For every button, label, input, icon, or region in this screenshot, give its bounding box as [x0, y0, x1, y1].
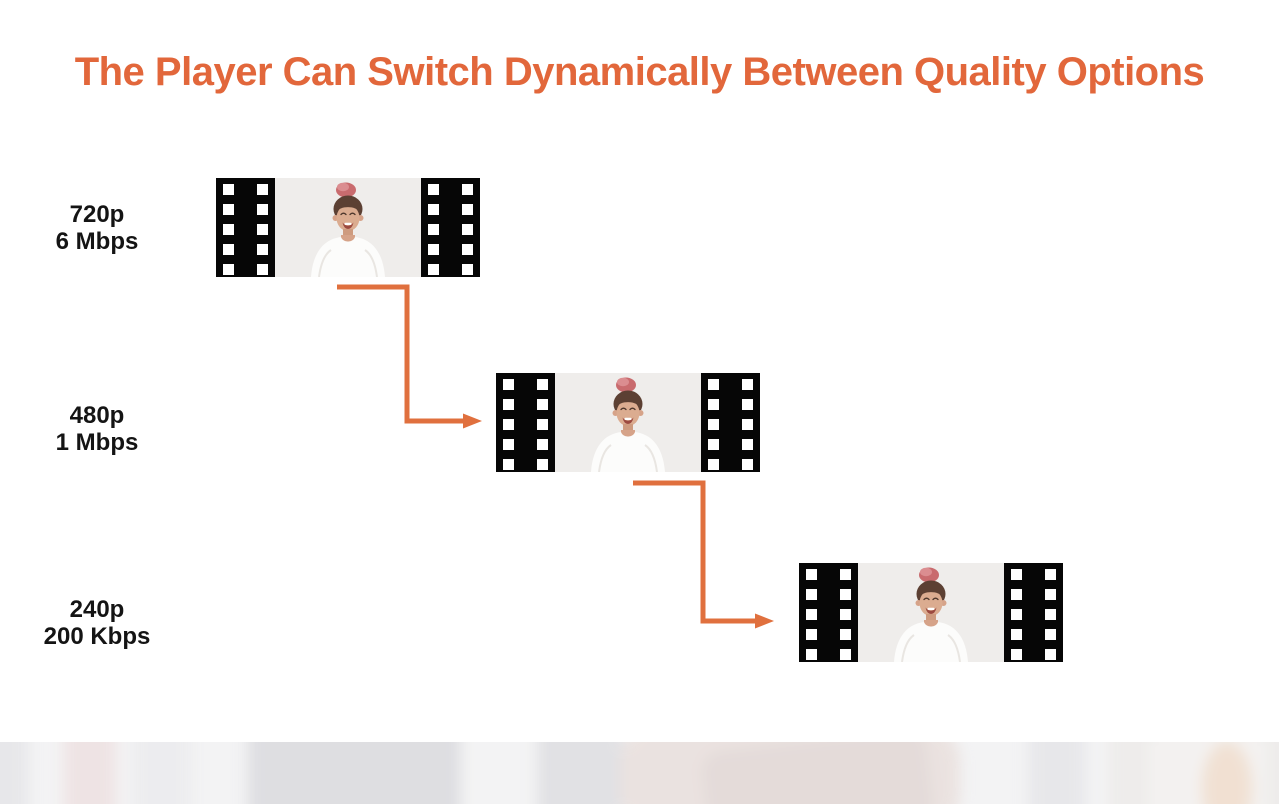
switch-down-arrow-icon: [334, 281, 486, 431]
quality-label-480p: 480p 1 Mbps: [12, 402, 182, 456]
quality-label-720p: 720p 6 Mbps: [12, 201, 182, 255]
bitrate-text: 200 Kbps: [43, 623, 151, 650]
quality-label-240p: 240p 200 Kbps: [12, 596, 182, 650]
woman-photo: [275, 178, 421, 277]
film-strip-480p: [496, 373, 760, 472]
page-title: The Player Can Switch Dynamically Betwee…: [74, 50, 1205, 94]
footer-faded-photo: [0, 742, 1279, 804]
woman-photo: [555, 373, 701, 472]
film-reel-icon: [1004, 563, 1063, 662]
film-strip-720p: [216, 178, 480, 277]
film-reel-icon: [799, 563, 858, 662]
footer-photo-blur-layer: [0, 742, 1279, 804]
bitrate-text: 6 Mbps: [55, 228, 139, 255]
film-reel-icon: [496, 373, 555, 472]
resolution-text: 240p: [69, 596, 125, 623]
film-reel-icon: [421, 178, 480, 277]
film-strip-240p: [799, 563, 1063, 662]
switch-down-arrow-icon: [630, 477, 782, 629]
resolution-text: 480p: [69, 402, 125, 429]
resolution-text: 720p: [69, 201, 125, 228]
woman-photo: [858, 563, 1004, 662]
film-reel-icon: [216, 178, 275, 277]
film-reel-icon: [701, 373, 760, 472]
bitrate-text: 1 Mbps: [55, 429, 139, 456]
